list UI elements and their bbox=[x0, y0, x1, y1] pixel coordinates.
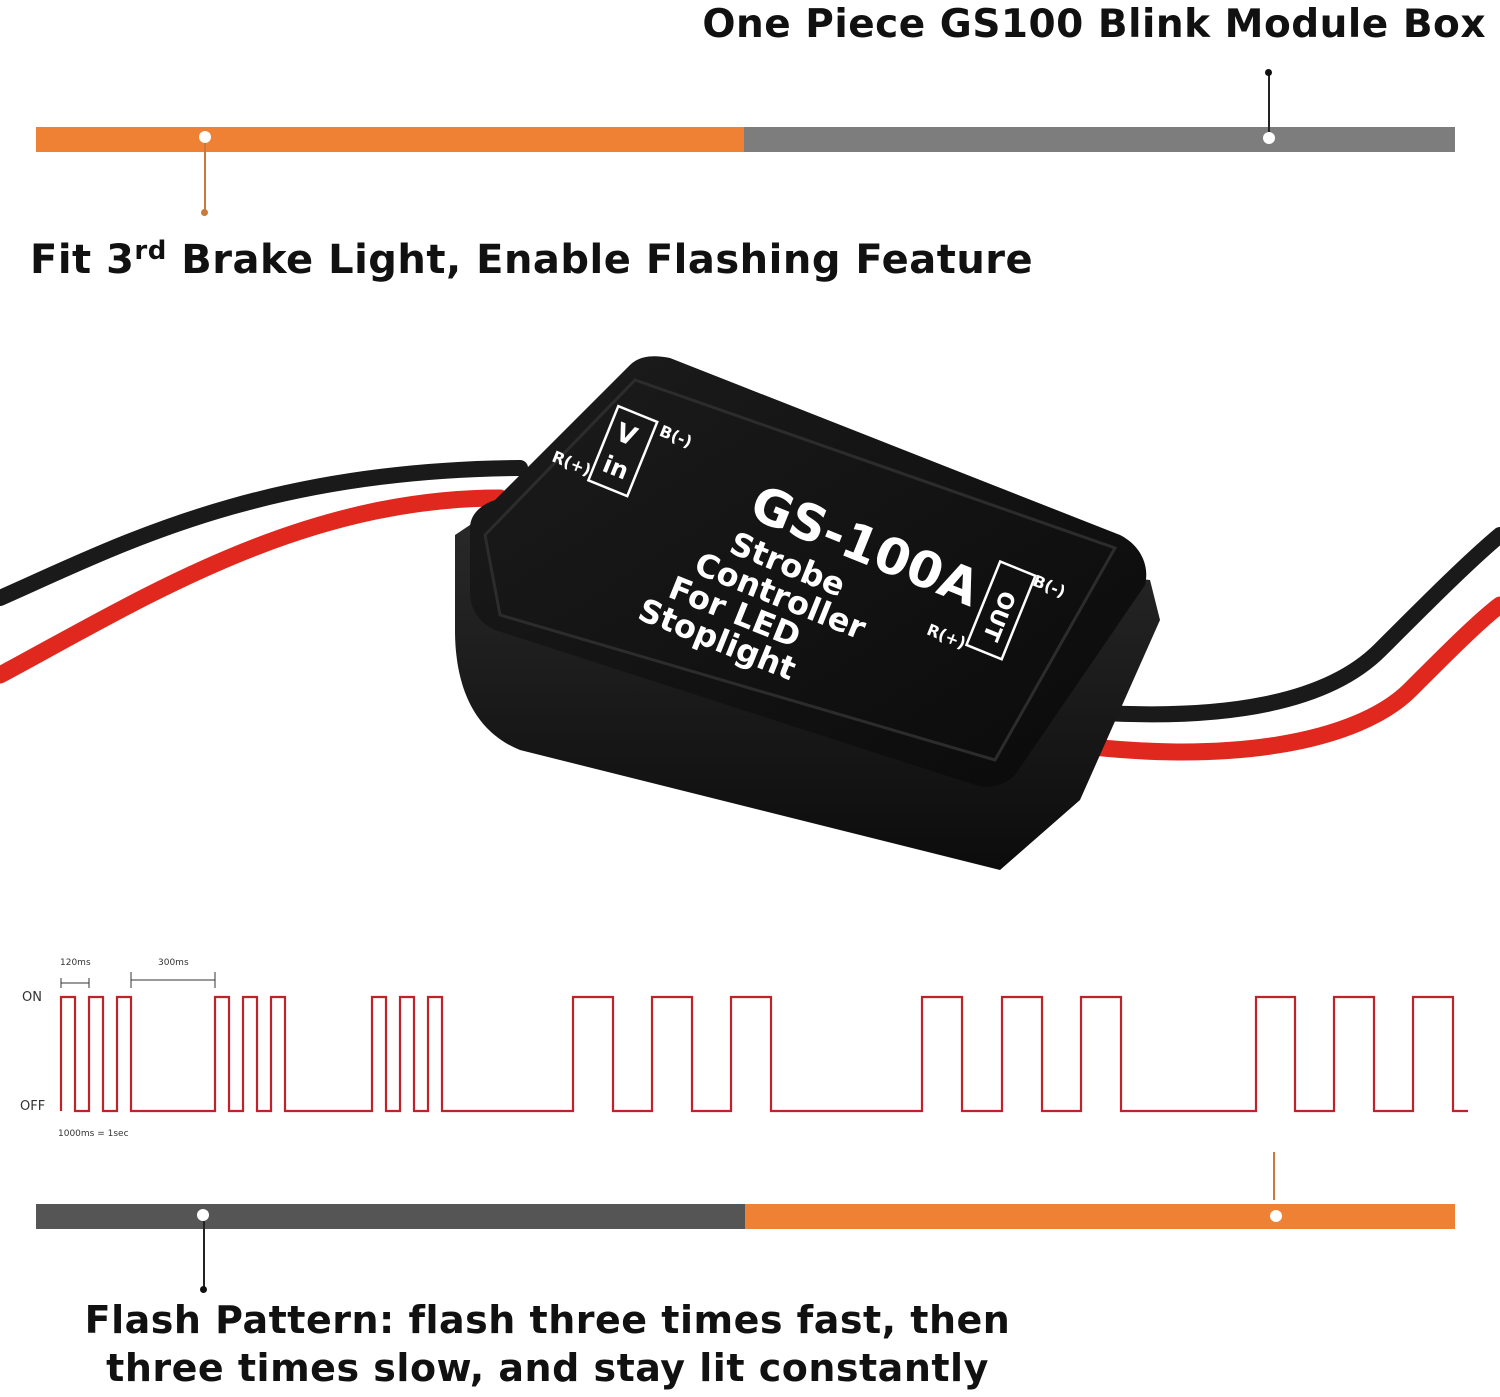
waveform-slow-label: 300ms bbox=[158, 958, 189, 968]
bottom-bar-orange bbox=[745, 1204, 1455, 1229]
flash-pattern-line2: three times slow, and stay lit constantl… bbox=[106, 1346, 989, 1390]
top-pointer-line-right bbox=[1268, 74, 1270, 132]
flash-waveform-diagram: ON OFF 120ms 300ms 1000ms = 1sec bbox=[20, 958, 1468, 1139]
top-pointer-dot-right bbox=[1265, 69, 1272, 76]
feature-title-prefix: Fit 3 bbox=[30, 237, 135, 283]
bottom-pointer-line-left bbox=[203, 1221, 205, 1289]
top-bar-orange bbox=[36, 127, 744, 152]
vin-terminal-box bbox=[586, 404, 659, 498]
left-black-wire bbox=[0, 460, 528, 606]
waveform-on-label: ON bbox=[22, 990, 42, 1005]
bottom-pointer-line-right bbox=[1273, 1152, 1275, 1200]
flash-pattern-line1: Flash Pattern: flash three times fast, t… bbox=[84, 1298, 1011, 1342]
feature-title-superscript: rd bbox=[134, 236, 167, 266]
bottom-pointer-dot-left bbox=[200, 1286, 207, 1293]
top-pointer-line-left bbox=[204, 143, 206, 211]
waveform-off-label: OFF bbox=[20, 1099, 45, 1114]
bottom-bar-gray bbox=[36, 1204, 745, 1229]
top-bar-dot-right bbox=[1263, 132, 1275, 144]
top-bar-dot-left bbox=[199, 131, 211, 143]
module-box-lid-edge bbox=[483, 378, 1118, 762]
left-red-wire bbox=[0, 489, 509, 684]
top-title: One Piece GS100 Blink Module Box bbox=[702, 2, 1486, 47]
flash-pattern-description: Flash Pattern: flash three times fast, t… bbox=[30, 1296, 1065, 1392]
strobe-module-illustration: GS-100A Strobe Controller For LED Stopli… bbox=[0, 356, 1500, 870]
waveform-fast-label: 120ms bbox=[60, 958, 91, 968]
feature-title-suffix: Brake Light, Enable Flashing Feature bbox=[166, 237, 1034, 283]
waveform-scale-label: 1000ms = 1sec bbox=[58, 1129, 129, 1139]
right-red-wire bbox=[1031, 596, 1500, 761]
feature-title: Fit 3rd Brake Light, Enable Flashing Fea… bbox=[30, 236, 1033, 283]
out-terminal-box bbox=[964, 559, 1038, 661]
top-pointer-dot-left bbox=[201, 209, 208, 216]
bottom-bar-dot-right bbox=[1270, 1210, 1282, 1222]
waveform-line bbox=[59, 995, 1468, 1113]
top-bar-gray bbox=[744, 127, 1455, 152]
right-black-wire bbox=[1052, 527, 1500, 723]
bottom-bar-dot-left bbox=[197, 1209, 209, 1221]
